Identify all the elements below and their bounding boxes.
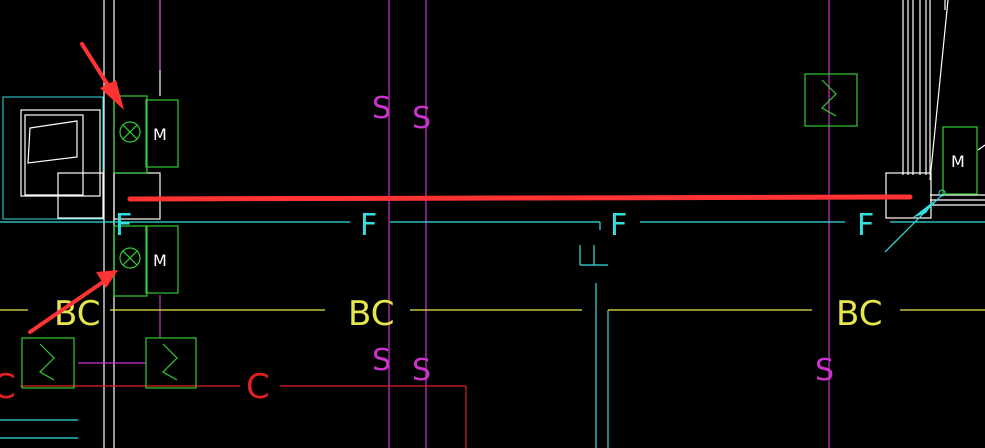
cyan-leader-arrow (884, 189, 946, 253)
motor-label-right: M (951, 152, 965, 171)
drain-lines (78, 0, 830, 448)
return-duct-label-3: BC (836, 294, 882, 334)
supply-duct-lines (0, 221, 985, 448)
circle-cross-icon (119, 247, 141, 269)
supply-duct-label-1: F (115, 208, 132, 243)
condensate-lines (20, 385, 467, 448)
supply-duct-label-3: F (610, 208, 627, 243)
drain-label-3: S (372, 343, 391, 378)
drain-label-2: S (412, 101, 431, 136)
upper-valve-motor[interactable] (113, 95, 179, 174)
drain-label-1: S (372, 91, 391, 126)
return-duct-label-2: BC (348, 294, 394, 334)
highlight-line (127, 194, 913, 202)
circle-cross-icon (119, 121, 141, 143)
lower-valve-motor[interactable] (113, 225, 179, 297)
red-arrow-icon (28, 270, 118, 334)
right-motor[interactable] (942, 126, 978, 195)
zigzag-box-icon[interactable] (145, 337, 197, 389)
condensate-label-2: C (246, 367, 270, 407)
drain-label-5: S (815, 353, 834, 388)
drain-label-4: S (412, 353, 431, 388)
supply-duct-label-2: F (360, 208, 377, 243)
zigzag-box-icon[interactable] (804, 73, 858, 127)
motor-label-lower: M (153, 251, 167, 270)
motor-label-upper: M (153, 125, 167, 144)
condensate-label-1: C (0, 367, 16, 407)
supply-duct-label-4: F (857, 208, 874, 243)
red-arrow-icon (80, 42, 124, 110)
white-structure-lines (103, 0, 985, 448)
zigzag-box-icon[interactable] (21, 337, 75, 389)
